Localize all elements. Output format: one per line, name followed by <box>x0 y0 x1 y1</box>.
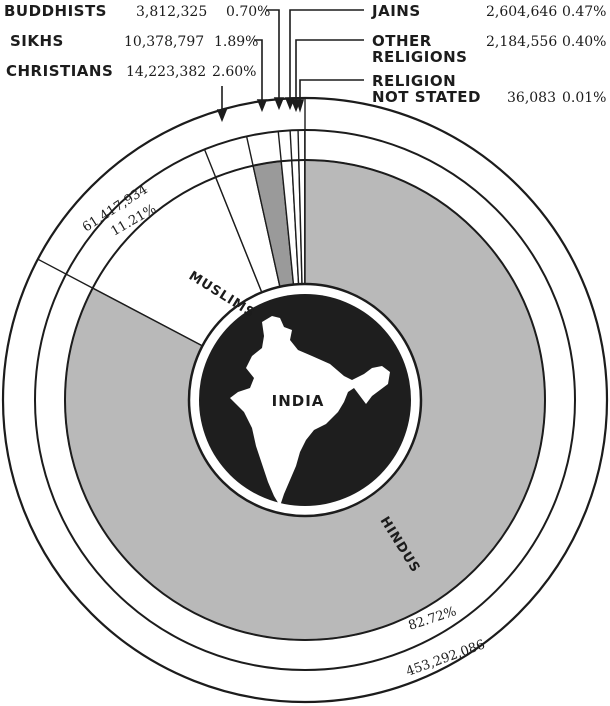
legend-other-count: 2,184,556 <box>486 34 557 50</box>
legend-sikhs-count: 10,378,797 <box>124 34 204 50</box>
legend-notstated-count: 36,083 <box>507 90 556 106</box>
india-map-shape <box>230 316 390 506</box>
ring-divider-0 <box>37 258 94 289</box>
legend-other-line2: RELIGIONS <box>372 48 467 66</box>
legend-notstated-line2: NOT STATED <box>372 88 481 106</box>
leader-buddhists <box>266 9 280 100</box>
center-country-label: INDIA <box>272 392 325 410</box>
legend-notstated-line1: RELIGION <box>372 72 456 90</box>
legend-notstated-pct: 0.01% <box>562 90 606 106</box>
legend-buddhists-name: BUDDHISTS <box>4 2 107 20</box>
legend-other-religions: OTHER RELIGIONS 2,184,556 0.40% <box>372 32 606 66</box>
legend-christians-name: CHRISTIANS <box>6 62 113 80</box>
ring-divider-3 <box>277 131 282 162</box>
legend-religion-not-stated: RELIGION NOT STATED 36,083 0.01% <box>372 72 606 106</box>
legend-sikhs: SIKHS 10,378,797 1.89% <box>10 32 258 50</box>
leader-buddhists-arrow <box>273 97 285 111</box>
legend-buddhists-count: 3,812,325 <box>136 4 207 20</box>
legend-sikhs-name: SIKHS <box>10 32 64 50</box>
ring-divider-4 <box>289 130 293 161</box>
legend-christians-pct: 2.60% <box>212 64 256 80</box>
legend-christians: CHRISTIANS 14,223,382 2.60% <box>6 62 256 80</box>
legend-jains-pct: 0.47% <box>562 4 606 20</box>
legend-buddhists: BUDDHISTS 3,812,325 0.70% <box>4 2 270 20</box>
leader-other <box>295 39 364 102</box>
ring-divider-5 <box>297 130 300 161</box>
leader-lines <box>216 9 364 123</box>
legend-other-line1: OTHER <box>372 32 432 50</box>
leader-christians-arrow <box>216 109 228 123</box>
legend-jains-count: 2,604,646 <box>486 4 557 20</box>
ring-divider-1 <box>203 149 217 178</box>
leader-notstated <box>299 79 364 102</box>
legend-jains-name: JAINS <box>371 2 421 20</box>
legend-buddhists-pct: 0.70% <box>226 4 270 20</box>
legend-christians-count: 14,223,382 <box>126 64 206 80</box>
ring-divider-2 <box>245 136 254 166</box>
ring-dividers <box>37 98 306 289</box>
legend-other-pct: 0.40% <box>562 34 606 50</box>
leader-sikhs <box>254 39 263 102</box>
leader-notstated-arrow <box>295 99 305 113</box>
legend-jains: JAINS 2,604,646 0.47% <box>371 2 606 20</box>
legend-sikhs-pct: 1.89% <box>214 34 258 50</box>
leader-sikhs-arrow <box>256 99 268 113</box>
leader-jains <box>289 9 364 100</box>
